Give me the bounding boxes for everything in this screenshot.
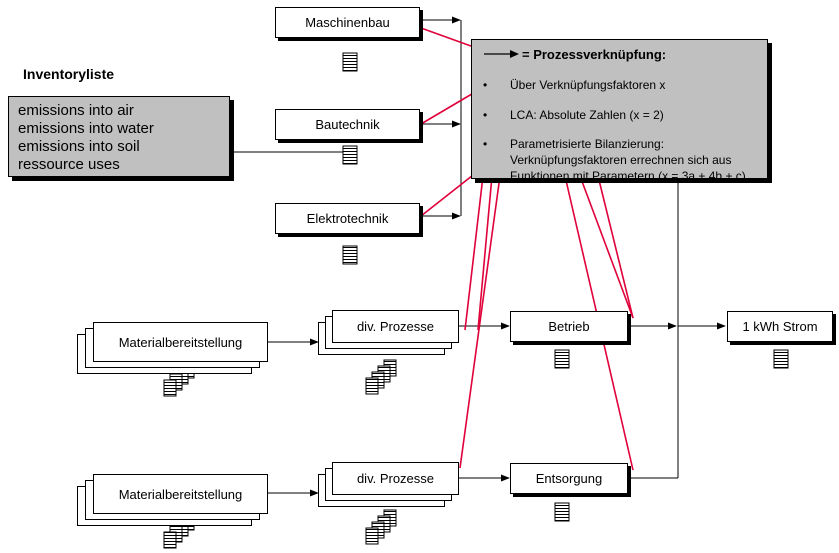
inventory-title: Inventoryliste	[23, 66, 115, 82]
material-stack-top[interactable]: Materialbereitstellung	[77, 322, 269, 374]
div-prozesse-stack-top[interactable]: div. Prozesse	[318, 310, 460, 356]
document-icon	[554, 502, 570, 522]
div-prozesse-label: div. Prozesse	[332, 310, 459, 343]
document-icons	[163, 52, 789, 549]
bullet-icon: •	[483, 137, 488, 151]
div-prozesse-label: div. Prozesse	[332, 462, 459, 495]
material-stack-bottom[interactable]: Materialbereitstellung	[77, 474, 269, 526]
process-entsorgung[interactable]: Entsorgung	[510, 463, 628, 494]
document-stack-icon	[365, 359, 397, 395]
legend-heading: = Prozessverknüpfung:	[522, 47, 667, 62]
document-icon	[773, 349, 789, 369]
document-icon	[342, 245, 358, 265]
document-icon	[554, 349, 570, 369]
div-prozesse-stack-bottom[interactable]: div. Prozesse	[318, 462, 460, 508]
bullet-icon: •	[483, 108, 488, 122]
bullet-icon: •	[483, 78, 488, 92]
sector-elektrotechnik[interactable]: Elektrotechnik	[275, 203, 420, 234]
sector-maschinenbau[interactable]: Maschinenbau	[275, 7, 420, 38]
arrow-icon	[484, 50, 519, 58]
sector-bautechnik[interactable]: Bautechnik	[275, 109, 420, 140]
inventory-item: emissions into water	[18, 120, 154, 137]
inventory-list: emissions into air emissions into water …	[8, 96, 230, 177]
material-label: Materialbereitstellung	[93, 322, 268, 362]
inventory-item: emissions into air	[18, 102, 134, 119]
process-connectors	[266, 170, 726, 497]
material-label: Materialbereitstellung	[93, 474, 268, 514]
inventory-item: ressource uses	[18, 156, 120, 173]
process-betrieb[interactable]: Betrieb	[510, 311, 628, 342]
document-icon	[342, 52, 358, 72]
output-kwh-strom[interactable]: 1 kWh Strom	[727, 311, 833, 342]
document-icon	[342, 145, 358, 165]
legend-box: = Prozessverknüpfung: • Über Verknüpfung…	[471, 39, 768, 183]
inventory-item: emissions into soil	[18, 138, 140, 155]
sector-connectors	[230, 16, 462, 220]
document-stack-icon	[365, 509, 397, 545]
